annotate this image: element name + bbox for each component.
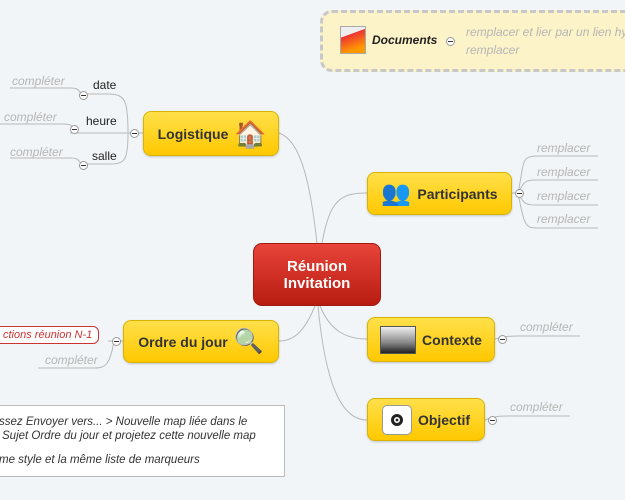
- participant-item[interactable]: remplacer: [537, 165, 591, 179]
- actions-link-label: ctions réunion N-1: [3, 329, 93, 341]
- participants-topic[interactable]: 👥 Participants: [367, 172, 512, 215]
- central-line1: Réunion: [287, 257, 347, 275]
- objectif-value[interactable]: compléter: [510, 400, 563, 414]
- magnifier-door-icon: 🔍: [233, 327, 264, 355]
- ordre-value[interactable]: compléter: [45, 353, 98, 367]
- central-line2: Invitation: [283, 274, 351, 292]
- date-collapse[interactable]: [79, 91, 88, 100]
- documents-item[interactable]: remplacer: [466, 43, 520, 57]
- participant-item[interactable]: remplacer: [537, 212, 591, 226]
- note-line: me style et la même liste de marqueurs: [0, 454, 200, 466]
- chart-icon: [340, 26, 366, 54]
- ordre-du-jour-topic[interactable]: Ordre du jour 🔍: [123, 320, 279, 363]
- note-line: ssez Envoyer vers... > Nouvelle map liée…: [0, 416, 248, 428]
- salle-collapse[interactable]: [79, 161, 88, 170]
- date-value[interactable]: compléter: [12, 74, 65, 88]
- heure-collapse[interactable]: [70, 125, 79, 134]
- participant-item[interactable]: remplacer: [537, 141, 591, 155]
- documents-collapse[interactable]: [446, 37, 455, 46]
- participants-collapse[interactable]: [515, 189, 524, 198]
- participant-item[interactable]: remplacer: [537, 189, 591, 203]
- ordre-label: Ordre du jour: [138, 333, 228, 350]
- objectif-collapse[interactable]: [488, 416, 497, 425]
- objectif-topic[interactable]: Objectif: [367, 398, 485, 441]
- date-label[interactable]: date: [93, 78, 117, 92]
- logistique-label: Logistique: [157, 125, 229, 142]
- note-box: ssez Envoyer vers... > Nouvelle map liée…: [0, 405, 285, 477]
- heure-value[interactable]: compléter: [4, 110, 57, 124]
- contexte-topic[interactable]: Contexte: [367, 317, 495, 362]
- contexte-value[interactable]: compléter: [520, 320, 573, 334]
- actions-link[interactable]: ctions réunion N-1: [0, 326, 100, 344]
- house-icon: 🏠: [234, 118, 267, 149]
- documents-label: Documents: [372, 33, 438, 47]
- documents-boundary: [320, 10, 625, 72]
- ordre-collapse[interactable]: [112, 337, 121, 346]
- central-topic[interactable]: Réunion Invitation: [253, 243, 381, 306]
- note-line: Sujet Ordre du jour et projetez cette no…: [2, 430, 256, 442]
- contexte-label: Contexte: [422, 331, 482, 348]
- documents-item[interactable]: remplacer et lier par un lien hy: [466, 25, 625, 39]
- salle-label[interactable]: salle: [92, 149, 117, 163]
- contexte-collapse[interactable]: [498, 335, 507, 344]
- target-icon: [381, 404, 412, 435]
- landscape-icon: [380, 325, 417, 354]
- participants-label: Participants: [417, 185, 498, 202]
- people-icon: 👥: [381, 179, 412, 207]
- logistique-collapse[interactable]: [130, 129, 139, 138]
- objectif-label: Objectif: [417, 411, 471, 428]
- logistique-topic[interactable]: Logistique 🏠: [143, 111, 279, 156]
- heure-label[interactable]: heure: [86, 114, 117, 128]
- documents-topic[interactable]: Documents: [340, 26, 437, 54]
- salle-value[interactable]: compléter: [10, 145, 63, 159]
